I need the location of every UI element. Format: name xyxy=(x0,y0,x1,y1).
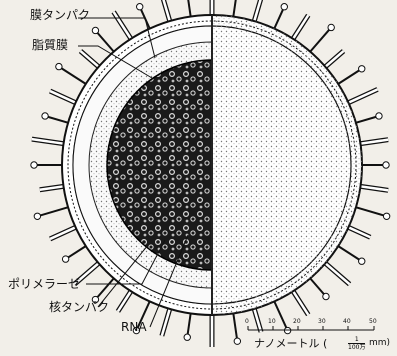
neuraminidase-spike xyxy=(59,67,88,85)
spike-head xyxy=(62,256,68,262)
neuraminidase-spike xyxy=(37,207,70,217)
scale-tick-20: 20 xyxy=(293,318,301,325)
spike-head xyxy=(184,334,190,340)
neuraminidase-spike xyxy=(95,277,115,300)
neuraminidase-spike xyxy=(273,300,287,331)
scale-tick-50: 50 xyxy=(369,318,377,325)
virion-interior xyxy=(73,26,212,304)
neuraminidase-spike xyxy=(233,311,237,341)
spike-head xyxy=(359,258,365,264)
spike-head xyxy=(328,24,334,30)
spike-head xyxy=(323,293,329,299)
spike-head xyxy=(234,338,240,344)
neuraminidase-spike xyxy=(354,207,387,217)
neuraminidase-spike xyxy=(66,245,88,259)
scale-tick-40: 40 xyxy=(343,318,351,325)
scale-tick-0: 0 xyxy=(245,318,249,325)
neuraminidase-spike xyxy=(354,116,379,123)
scale-unit-suffix: mm) xyxy=(369,338,390,348)
neuraminidase-spike xyxy=(187,311,191,337)
neuraminidase-spike xyxy=(273,7,284,31)
neuraminidase-spike xyxy=(45,116,70,123)
label-nucleoprotein: 核タンパク xyxy=(49,298,109,315)
spike-head xyxy=(284,327,290,333)
spike-head xyxy=(56,63,62,69)
neuraminidase-spike xyxy=(309,277,326,297)
spike-head xyxy=(383,162,389,168)
scale-bar xyxy=(248,326,374,330)
scale-unit-fraction: 1 100万 xyxy=(348,336,365,351)
scale-tick-10: 10 xyxy=(268,318,276,325)
label-polymerase: ポリメラーゼ xyxy=(8,275,80,292)
scale-unit-label: ナノメートル ( xyxy=(254,335,327,351)
label-lipid-membrane: 脂質膜 xyxy=(32,36,68,53)
spike-head xyxy=(137,4,143,10)
spike-head xyxy=(92,27,98,33)
virion-surface xyxy=(212,15,362,315)
spike-head xyxy=(383,213,389,219)
neuraminidase-spike xyxy=(337,245,362,261)
neuraminidase-spike xyxy=(309,27,331,53)
spike-head xyxy=(42,113,48,119)
label-membrane-protein: 膜タンパク xyxy=(30,6,90,23)
scale-unit-numerator: 1 xyxy=(348,336,365,344)
spike-head xyxy=(376,113,382,119)
spike-head xyxy=(31,162,37,168)
spike-head xyxy=(359,66,365,72)
spike-head xyxy=(281,4,287,10)
scale-unit-denominator: 100万 xyxy=(348,344,365,351)
neuraminidase-spike xyxy=(337,69,362,85)
scale-tick-30: 30 xyxy=(318,318,326,325)
spike-head xyxy=(34,213,40,219)
label-rna: RNA xyxy=(121,320,147,334)
